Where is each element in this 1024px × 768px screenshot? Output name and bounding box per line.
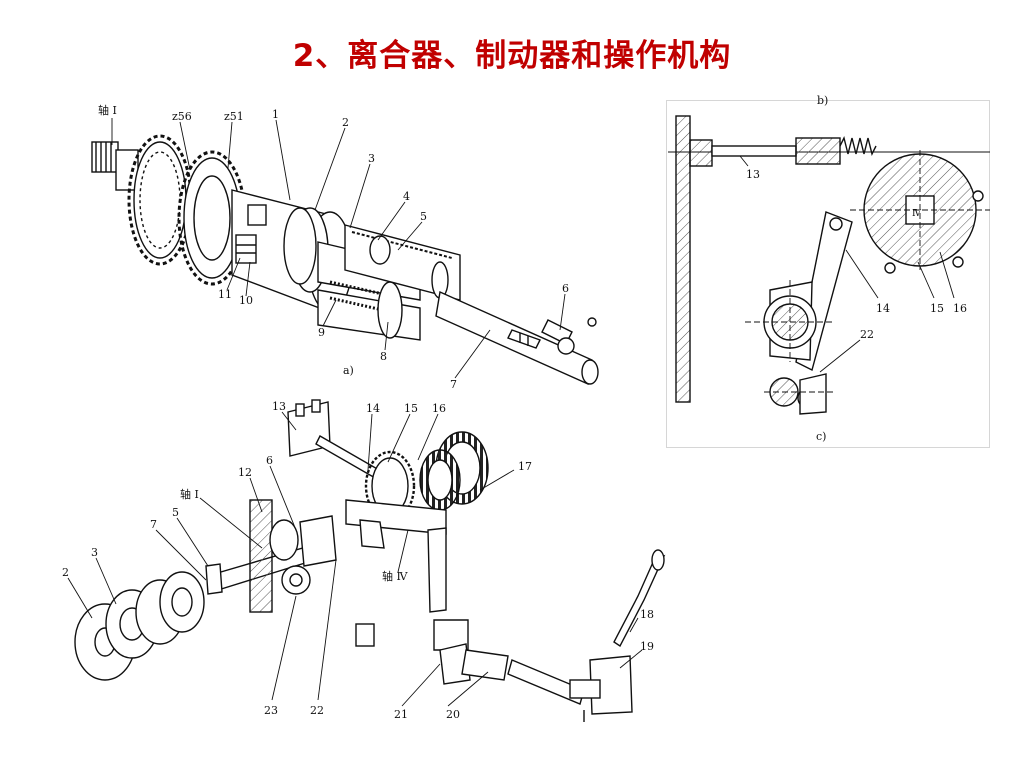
- panel-c-labels: b) 13 Ⅳ 14 15 16 22 c): [746, 94, 967, 443]
- spring: [839, 135, 877, 157]
- caption-c: c): [816, 430, 826, 443]
- caption-b-top: b): [817, 94, 828, 107]
- shaft-1-assembly: [213, 499, 337, 613]
- crank-arm: [433, 619, 509, 685]
- panel-c-leaders: [739, 155, 955, 373]
- main-shaft: [435, 290, 599, 386]
- label-5-b: 5: [172, 506, 179, 519]
- label-5: 5: [420, 210, 427, 223]
- label-16-c: 16: [953, 302, 967, 315]
- label-20-b: 20: [446, 708, 460, 721]
- label-9: 9: [318, 326, 325, 339]
- label-22-c: 22: [860, 328, 874, 341]
- gear-17: [419, 431, 489, 511]
- label-16-b: 16: [432, 402, 446, 415]
- slide-title: 2、离合器、制动器和操作机构: [292, 38, 732, 74]
- panel-c-brake: [668, 115, 990, 415]
- label-14-b: 14: [366, 402, 380, 415]
- label-12-b: 12: [238, 466, 252, 479]
- label-1: 1: [272, 108, 279, 121]
- label-7-b: 7: [150, 518, 157, 531]
- label-shaft-1-b: 轴 I: [180, 487, 199, 501]
- caption-a: a): [343, 364, 354, 377]
- spline-sleeve: [344, 224, 461, 301]
- label-10: 10: [239, 294, 253, 307]
- panel-a-labels: 轴 I z56 z51 1 2 3 4 5 6 7 8 9 10 11 a): [98, 103, 569, 391]
- label-z51: z51: [224, 110, 244, 123]
- label-17-b: 17: [518, 460, 532, 473]
- panel-b-labels: 13 14 15 16 17 12 6 轴 I 5 7 3 2 轴 Ⅳ 23 2…: [62, 400, 654, 721]
- shaft-thread-end: [91, 141, 139, 191]
- label-shaft-1: 轴 I: [98, 103, 117, 117]
- panel-b-operating-mechanism: [67, 399, 666, 722]
- label-11: 11: [218, 288, 232, 301]
- label-15-c: 15: [930, 302, 944, 315]
- label-19-b: 19: [640, 640, 654, 653]
- label-3-b: 3: [91, 546, 98, 559]
- label-2: 2: [342, 116, 349, 129]
- label-23-b: 23: [264, 704, 278, 717]
- label-shaft-4-c: Ⅳ: [912, 209, 922, 219]
- panel-a-leaders: [111, 118, 566, 379]
- label-13-b: 13: [272, 400, 286, 413]
- label-14-c: 14: [876, 302, 890, 315]
- label-18-b: 18: [640, 608, 654, 621]
- label-21-b: 21: [394, 708, 408, 721]
- panel-a-clutch-assembly: [91, 118, 599, 386]
- label-2-b: 2: [62, 566, 69, 579]
- disc-pack: [74, 571, 205, 681]
- panel-b-leaders: [67, 411, 643, 707]
- shift-lever: [541, 317, 597, 355]
- label-22-b: 22: [310, 704, 324, 717]
- label-6-b: 6: [266, 454, 273, 467]
- operating-handle: [569, 549, 666, 722]
- label-shaft-4-b: 轴 Ⅳ: [382, 569, 408, 583]
- panel-c-frame: [666, 100, 990, 448]
- label-3: 3: [368, 152, 375, 165]
- lever-pivot: [745, 280, 835, 362]
- label-6: 6: [562, 282, 569, 295]
- housing-wall: [675, 115, 691, 403]
- label-4: 4: [403, 190, 410, 203]
- label-7: 7: [450, 378, 457, 391]
- label-8: 8: [380, 350, 387, 363]
- label-15-b: 15: [404, 402, 418, 415]
- cam-22: [764, 373, 834, 415]
- label-z56: z56: [172, 110, 192, 123]
- label-13-c: 13: [746, 168, 760, 181]
